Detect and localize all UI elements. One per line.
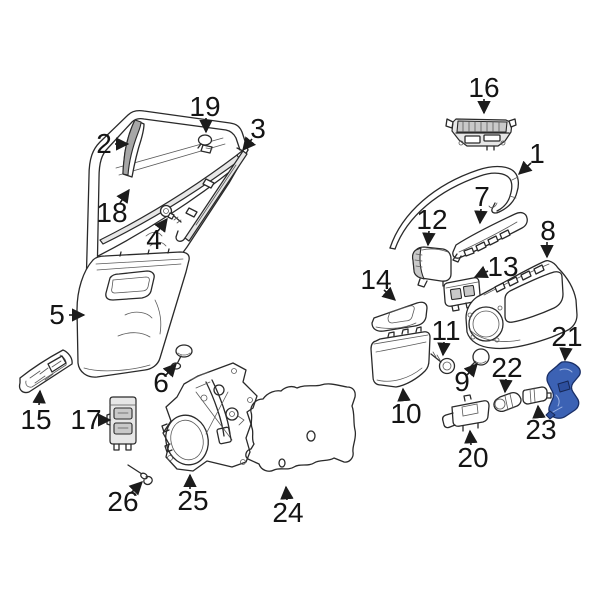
callout-arrow-24: [280, 485, 294, 501]
callout-label-19[interactable]: 19: [189, 91, 220, 122]
part-25-carrier-panel: [161, 362, 258, 472]
callout-5: 5: [49, 299, 86, 330]
callout-13: 13: [473, 251, 519, 282]
callout-11: 11: [431, 315, 461, 357]
callout-20: 20: [457, 429, 489, 473]
callout-arrow-21: [559, 347, 573, 362]
part-15-pull-handle-trim: [18, 349, 73, 394]
callout-label-24[interactable]: 24: [272, 497, 303, 528]
callout-label-4[interactable]: 4: [146, 224, 162, 255]
part-26-pin: [127, 464, 153, 486]
part-4-screw: [159, 204, 182, 224]
callout-arrow-23: [532, 404, 546, 419]
callout-arrow-7: [474, 208, 488, 225]
callout-16: 16: [468, 72, 500, 115]
callout-arrow-11: [437, 341, 451, 357]
part-8-door-trim-panel-right: [465, 259, 578, 350]
part-3-quarter-trim: [175, 147, 248, 242]
callout-arrow-22: [499, 378, 513, 394]
callout-3: 3: [242, 113, 266, 152]
callout-arrow-9: [463, 362, 478, 378]
callout-arrow-20: [464, 429, 478, 446]
callout-arrow-10: [397, 387, 411, 402]
callout-18: 18: [96, 188, 130, 228]
callout-label-22[interactable]: 22: [491, 352, 522, 383]
part-21-bracket-highlighted[interactable]: [545, 361, 581, 420]
part-23-bulb-socket: [522, 386, 552, 405]
callout-12: 12: [416, 204, 448, 247]
callout-label-3[interactable]: 3: [250, 113, 266, 144]
callout-17: 17: [70, 404, 112, 435]
callout-7: 7: [474, 181, 490, 225]
callout-4: 4: [146, 217, 168, 255]
callout-label-17[interactable]: 17: [70, 404, 101, 435]
callout-9: 9: [454, 362, 478, 397]
callout-label-1[interactable]: 1: [529, 138, 545, 169]
callout-arrow-15: [32, 389, 46, 406]
callout-label-6[interactable]: 6: [153, 367, 169, 398]
callout-label-21[interactable]: 21: [551, 321, 582, 352]
part-10-pocket-panel: [370, 326, 431, 388]
part-16-vent-grille: [445, 118, 517, 151]
callout-label-9[interactable]: 9: [454, 366, 470, 397]
callout-label-2[interactable]: 2: [96, 128, 112, 159]
callout-1: 1: [517, 138, 545, 175]
callout-label-18[interactable]: 18: [96, 197, 127, 228]
callout-6: 6: [153, 362, 177, 398]
callout-22: 22: [491, 352, 523, 394]
callout-arrow-18: [116, 188, 130, 204]
callout-label-23[interactable]: 23: [525, 414, 556, 445]
part-22-bulb-holder: [493, 391, 522, 413]
callout-15: 15: [20, 389, 52, 435]
callout-arrow-4: [154, 217, 168, 233]
callout-label-16[interactable]: 16: [468, 72, 499, 103]
callout-label-14[interactable]: 14: [360, 264, 391, 295]
part-12-armrest-pad: [411, 246, 452, 288]
callout-arrow-6: [162, 362, 177, 378]
callout-10: 10: [390, 387, 422, 429]
callout-arrow-14: [381, 286, 397, 301]
callout-label-11[interactable]: 11: [431, 315, 460, 346]
callout-8: 8: [540, 215, 556, 259]
callout-26: 26: [107, 481, 143, 517]
callout-label-26[interactable]: 26: [107, 486, 138, 517]
callout-arrow-26: [128, 481, 143, 496]
callout-arrow-13: [473, 265, 489, 279]
callout-label-12[interactable]: 12: [416, 204, 447, 235]
callout-21: 21: [551, 321, 583, 362]
callout-label-8[interactable]: 8: [540, 215, 556, 246]
part-19-clip: [197, 134, 213, 154]
callout-label-15[interactable]: 15: [20, 404, 51, 435]
part-7-armrest-trim: [452, 211, 528, 263]
callout-23: 23: [525, 404, 557, 445]
callout-25: 25: [177, 473, 209, 516]
part-5-door-trim-panel: [76, 248, 190, 378]
callout-24: 24: [272, 485, 304, 528]
callout-arrow-12: [422, 230, 436, 247]
part-11-screw: [430, 351, 456, 375]
callout-label-10[interactable]: 10: [390, 398, 421, 429]
part-20-lamp-housing: [441, 394, 490, 432]
callout-label-13[interactable]: 13: [487, 251, 518, 282]
part-9-grommet: [470, 348, 490, 367]
part-24-water-shield: [245, 383, 357, 472]
callout-label-20[interactable]: 20: [457, 442, 488, 473]
callout-arrow-1: [517, 160, 533, 175]
callout-2: 2: [96, 128, 130, 159]
callout-label-7[interactable]: 7: [474, 181, 490, 212]
callout-14: 14: [360, 264, 397, 301]
callout-label-25[interactable]: 25: [177, 485, 208, 516]
part-1-upper-trim-strip: [389, 165, 520, 250]
part-14-armrest-base: [371, 301, 428, 332]
part-17-window-switch: [106, 396, 137, 451]
callout-19: 19: [189, 91, 221, 134]
callout-arrow-3: [242, 136, 257, 152]
callout-label-5[interactable]: 5: [49, 299, 65, 330]
